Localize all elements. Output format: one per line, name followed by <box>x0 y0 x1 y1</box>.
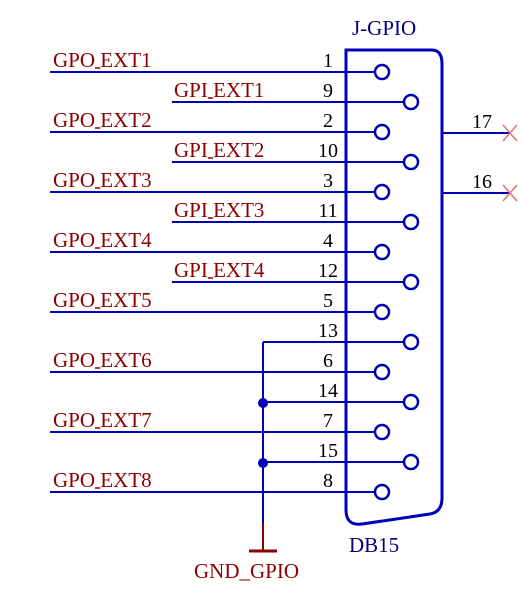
pin-circle <box>402 393 420 411</box>
connector-pin: 9 GPI EXT1 <box>172 78 420 111</box>
pin-circle <box>402 453 420 471</box>
no-connect-icon <box>502 184 518 202</box>
pin-circle <box>373 303 391 321</box>
pin-number: 14 <box>318 380 338 402</box>
connector-pin: 7 GPO EXT7 <box>50 408 391 441</box>
connector-name: J-GPIO <box>352 16 416 40</box>
pin-circle <box>402 333 420 351</box>
connector-pin: 13 <box>262 320 420 351</box>
connector-pin: 1 GPO EXT1 <box>50 48 391 81</box>
junction-dot <box>258 398 268 408</box>
connector-pin: 4 GPO EXT4 <box>50 228 391 261</box>
net-label: GPO EXT2 <box>53 108 152 132</box>
pin-number: 4 <box>323 230 333 252</box>
pin-number: 1 <box>323 50 333 72</box>
net-label: GPI EXT3 <box>174 198 264 222</box>
pin-number: 5 <box>323 290 333 312</box>
shield-pin-number: 17 <box>472 111 492 133</box>
connector-body <box>344 48 444 526</box>
pin-circle <box>402 93 420 111</box>
connector-pin: 15 <box>263 440 420 471</box>
pin-number: 9 <box>323 80 333 102</box>
connector-pin: 3 GPO EXT3 <box>50 168 391 201</box>
pin-number: 7 <box>323 410 333 432</box>
connector-pin: 12 GPI EXT4 <box>172 258 420 291</box>
pin-circle <box>373 363 391 381</box>
pin-number: 12 <box>318 260 338 282</box>
ground-label: GND_GPIO <box>194 559 299 583</box>
net-label: GPI EXT4 <box>174 258 265 282</box>
net-label: GPO EXT1 <box>53 48 152 72</box>
connector-pin: 14 <box>263 380 420 411</box>
pin-circle <box>373 63 391 81</box>
connector-pin: 6 GPO EXT6 <box>50 348 391 381</box>
junction-dot <box>258 458 268 468</box>
net-label: GPO EXT5 <box>53 288 152 312</box>
pin-circle <box>402 213 420 231</box>
connector-pin: 2 GPO EXT2 <box>50 108 391 141</box>
pin-circle <box>373 183 391 201</box>
net-label: GPO EXT7 <box>53 408 152 432</box>
pin-number: 3 <box>323 170 333 192</box>
pin-number: 8 <box>323 470 333 492</box>
pin-circle <box>373 123 391 141</box>
ground-bus <box>249 343 277 553</box>
pin-circle <box>402 153 420 171</box>
pin-number: 6 <box>323 350 333 372</box>
pin-number: 15 <box>318 440 338 462</box>
connector-pin: 11 GPI EXT3 <box>172 198 420 231</box>
pin-circle <box>373 243 391 261</box>
pin-number: 10 <box>318 140 338 162</box>
connector-pin: 10 GPI EXT2 <box>172 138 420 171</box>
pin-number: 13 <box>318 320 338 342</box>
net-label: GPO EXT4 <box>53 228 152 252</box>
net-label: GPI EXT2 <box>174 138 264 162</box>
pin-circle <box>373 423 391 441</box>
no-connect-icon <box>502 124 518 142</box>
net-label: GPO EXT8 <box>53 468 152 492</box>
shield-pin: 16 <box>442 171 518 202</box>
connector-pin: 5 GPO EXT5 <box>50 288 391 321</box>
net-label: GPI EXT1 <box>174 78 264 102</box>
connector-type: DB15 <box>349 533 399 557</box>
connector-pin: 8 GPO EXT8 <box>50 468 391 501</box>
net-label: GPO EXT3 <box>53 168 152 192</box>
net-label: GPO EXT6 <box>53 348 152 372</box>
shield-pin: 17 <box>442 111 518 142</box>
pin-circle <box>373 483 391 501</box>
pin-number: 11 <box>318 200 337 222</box>
pin-number: 2 <box>323 110 333 132</box>
shield-pin-number: 16 <box>472 171 492 193</box>
pin-circle <box>402 273 420 291</box>
